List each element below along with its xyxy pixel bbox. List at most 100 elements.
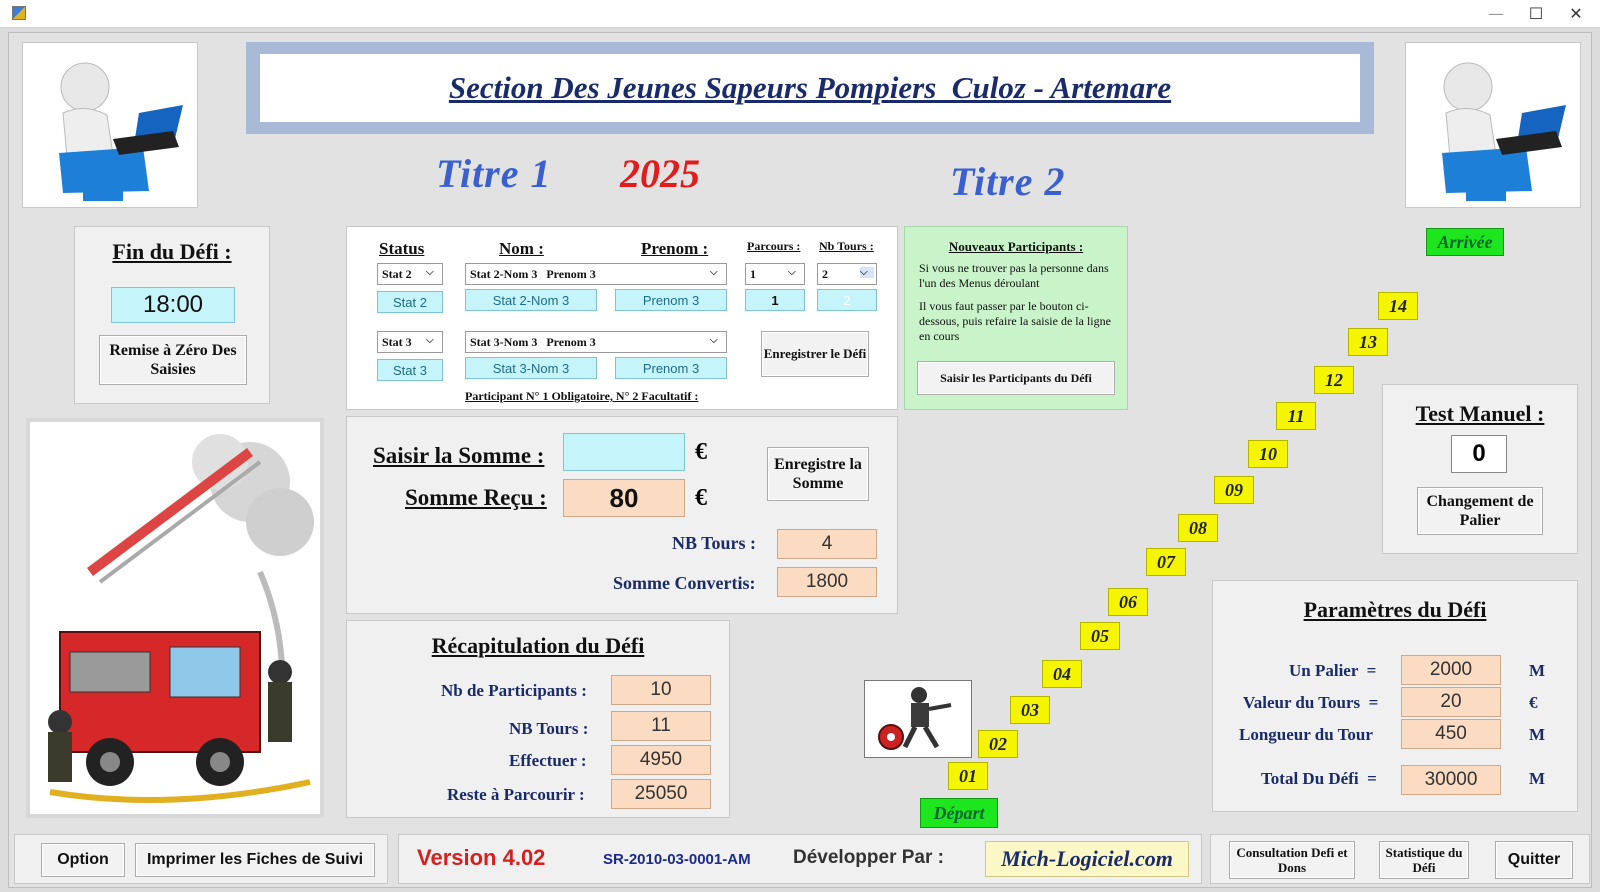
participants-footnote: Participant N° 1 Obligatoire, N° 2 Facul… [465, 389, 699, 403]
fire-truck-illustration [48, 434, 314, 803]
footer-middle-panel: Version 4.02 SR-2010-03-0001-AM Développ… [398, 834, 1202, 884]
participants-panel: Status Nom : Prenom : Parcours : Nb Tour… [346, 226, 898, 410]
step-06: 06 [1108, 588, 1148, 616]
recap-title: Récapitulation du Défi [431, 633, 645, 658]
developer-name[interactable]: Mich-Logiciel.com [985, 841, 1189, 877]
recap-label-effectuer: Effectuer : [509, 751, 587, 770]
nom-combo-2-value: Stat 3-Nom 3 Prenom 3 [470, 334, 596, 349]
status-combo-2[interactable]: Stat 3 ⌵ [377, 331, 443, 353]
euro-symbol-1: € [695, 439, 707, 465]
recap-label-nb-tours: NB Tours : [509, 719, 589, 738]
step-02: 02 [978, 730, 1018, 758]
nb-tours-value: 4 [777, 529, 877, 559]
app-icon [12, 6, 26, 20]
param-unit-longueur: M [1529, 725, 1546, 744]
nb-tours-label: NB Tours : [672, 533, 757, 553]
arrivee-label: Arrivée [1426, 228, 1504, 256]
nom-field-2: Stat 3-Nom 3 [465, 357, 597, 379]
step-10: 10 [1248, 440, 1288, 468]
header-prenom: Prenom : [641, 239, 709, 258]
serial-label: SR-2010-03-0001-AM [603, 851, 751, 868]
test-manuel-panel: Test Manuel : 0 Changement de Palier [1382, 384, 1578, 554]
test-manuel-title: Test Manuel : [1415, 401, 1545, 426]
year-label: 2025 [620, 151, 700, 196]
computer-user-image-right [1405, 42, 1581, 208]
step-08: 08 [1178, 514, 1218, 542]
header-status: Status [379, 239, 425, 258]
nom-combo-2[interactable]: Stat 3-Nom 3 Prenom 3⌵ [465, 331, 727, 353]
somme-convertis-value: 1800 [777, 567, 877, 597]
recap-panel: Récapitulation du Défi Nb de Participant… [346, 620, 730, 818]
chevron-down-icon: ⌵ [710, 267, 718, 278]
tours-combo-1[interactable]: 2⌵ [817, 263, 877, 285]
parcours-combo-1[interactable]: 1⌵ [745, 263, 805, 285]
header-banner: Section Des Jeunes Sapeurs Pompiers Culo… [246, 42, 1374, 134]
step-12: 12 [1314, 366, 1354, 394]
parcours-combo-1-value: 1 [750, 266, 756, 281]
chevron-down-icon: ⌵ [788, 267, 796, 278]
option-button[interactable]: Option [41, 843, 125, 877]
status-field-1: Stat 2 [377, 291, 443, 313]
save-defi-button[interactable]: Enregistrer le Défi [761, 331, 869, 377]
parcours-field-1: 1 [745, 289, 805, 311]
saisir-participants-button[interactable]: Saisir les Participants du Défi [917, 361, 1115, 395]
close-button[interactable]: ✕ [1569, 4, 1583, 23]
recap-value-participants: 10 [611, 675, 711, 705]
param-value-valeur: 20 [1401, 687, 1501, 717]
firefighter-runner-icon [878, 687, 952, 750]
footer-left-panel: Option Imprimer les Fiches de Suivi [14, 834, 388, 884]
changement-palier-button[interactable]: Changement de Palier [1417, 487, 1543, 535]
consultation-button[interactable]: Consultation Defi et Dons [1229, 841, 1355, 879]
depart-label: Départ [920, 798, 998, 828]
nom-combo-1[interactable]: Stat 2-Nom 3 Prenom 3⌵ [465, 263, 727, 285]
recap-value-reste: 25050 [611, 779, 711, 809]
chevron-down-icon: ⌵ [860, 267, 874, 278]
param-label-longueur: Longueur du Tour [1239, 725, 1373, 744]
somme-convertis-label: Somme Convertis: [613, 573, 756, 593]
status-combo-1[interactable]: Stat 2⌵ [377, 263, 443, 285]
reset-button[interactable]: Remise à Zéro Des Saisies [99, 335, 247, 385]
step-07: 07 [1146, 548, 1186, 576]
nouveaux-panel: Nouveaux Participants : Si vous ne trouv… [904, 226, 1128, 410]
runner-image [864, 680, 972, 758]
statistique-button[interactable]: Statistique du Défi [1379, 841, 1469, 879]
page-title: Section Des Jeunes Sapeurs Pompiers Culo… [448, 70, 1172, 105]
saisir-somme-input[interactable] [563, 433, 685, 471]
parametres-title: Paramètres du Défi [1303, 597, 1487, 622]
fin-defi-label: Fin du Défi : [112, 239, 232, 264]
fin-defi-time: 18:00 [111, 287, 235, 323]
param-label-palier: Un Palier = [1289, 661, 1377, 680]
firefighters-image [26, 418, 324, 818]
recap-label-reste: Reste à Parcourir : [447, 785, 585, 804]
euro-symbol-2: € [695, 485, 707, 511]
prenom-field-2: Prenom 3 [615, 357, 727, 379]
tours-field-1[interactable]: 2 [817, 289, 877, 311]
minimize-button[interactable]: — [1488, 4, 1504, 23]
titre1-label: Titre 1 [436, 151, 552, 196]
param-unit-palier: M [1529, 661, 1546, 680]
nouveaux-text2: Il vous faut passer par le bouton ci-des… [919, 299, 1111, 343]
window-title-bar: — ☐ ✕ [0, 0, 1600, 28]
somme-recu-label: Somme Reçu : [405, 485, 547, 510]
step-03: 03 [1010, 696, 1050, 724]
header-nb-tours: Nb Tours : [819, 239, 874, 253]
test-manuel-value[interactable]: 0 [1451, 435, 1507, 473]
recap-label-participants: Nb de Participants : [441, 681, 587, 700]
step-14: 14 [1378, 292, 1418, 320]
developer-label: Développer Par : [793, 847, 944, 868]
step-09: 09 [1214, 476, 1254, 504]
titre2-label: Titre 2 [950, 159, 1066, 204]
fin-defi-panel: Fin du Défi : 18:00 Remise à Zéro Des Sa… [74, 226, 270, 404]
header-inner: Section Des Jeunes Sapeurs Pompiers Culo… [260, 54, 1360, 122]
quit-button[interactable]: Quitter [1495, 841, 1573, 879]
save-somme-button[interactable]: Enregistre la Somme [767, 447, 869, 501]
maximize-button[interactable]: ☐ [1528, 4, 1544, 23]
print-fiches-button[interactable]: Imprimer les Fiches de Suivi [135, 843, 375, 877]
status-combo-2-value: Stat 3 [382, 334, 412, 349]
step-05: 05 [1080, 622, 1120, 650]
footer-right-panel: Consultation Defi et Dons Statistique du… [1210, 834, 1590, 884]
param-label-valeur: Valeur du Tours = [1243, 693, 1379, 712]
recap-value-effectuer: 4950 [611, 745, 711, 775]
nouveaux-title: Nouveaux Participants : [948, 239, 1084, 254]
chevron-down-icon: ⌵ [426, 335, 434, 346]
